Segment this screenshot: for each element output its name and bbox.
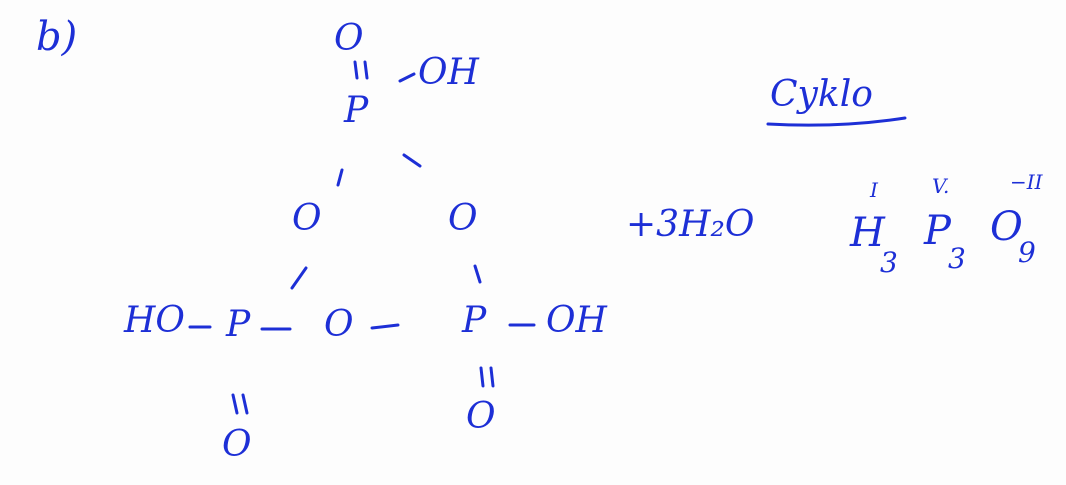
left-hydroxyl: HO (124, 300, 185, 341)
cyclic-label: Cyklo (770, 74, 873, 115)
top-oxygen: O (334, 18, 364, 59)
double-bond-left-b (241, 393, 249, 415)
bond-top-p-right-o (402, 153, 422, 168)
oxidation-number-p: V. (932, 174, 950, 198)
right-phosphorus: P (462, 300, 487, 341)
oxidation-number-h: I (870, 178, 878, 202)
double-bond-right-b (489, 366, 495, 388)
bond-right-o-right-p (473, 264, 482, 284)
bond-bridge-o-right-p (370, 323, 400, 330)
bond-top-p-oh (398, 72, 416, 83)
double-bond-right-a (479, 366, 485, 388)
formula-o-subscript: 9 (1018, 236, 1036, 269)
top-hydroxyl: OH (418, 52, 479, 93)
formula-p-subscript: 3 (948, 242, 966, 275)
double-bond-top-a (353, 60, 359, 80)
formula-p: P (924, 208, 951, 254)
double-bond-left-a (231, 393, 239, 415)
left-phosphorus: P (226, 304, 251, 345)
bottom-oxygen-right: O (466, 396, 496, 437)
bottom-oxygen-left: O (222, 424, 252, 465)
formula-h-subscript: 3 (880, 246, 898, 279)
bond-left-o-left-p (290, 266, 308, 290)
cyklo-underline (766, 116, 907, 127)
ring-oxygen-left: O (292, 198, 322, 239)
right-hydroxyl: OH (546, 300, 607, 341)
formula-h: H (850, 210, 885, 256)
plus-water: +3H₂O (626, 204, 755, 245)
formula-o: O (990, 204, 1023, 250)
bond-top-p-left-o (336, 168, 344, 187)
top-phosphorus: P (344, 90, 369, 131)
double-bond-top-b (363, 60, 369, 80)
oxidation-number-o: −II (1010, 170, 1043, 194)
ring-oxygen-right: O (448, 198, 478, 239)
item-label: b) (36, 14, 78, 60)
bridge-oxygen: O (324, 304, 354, 345)
